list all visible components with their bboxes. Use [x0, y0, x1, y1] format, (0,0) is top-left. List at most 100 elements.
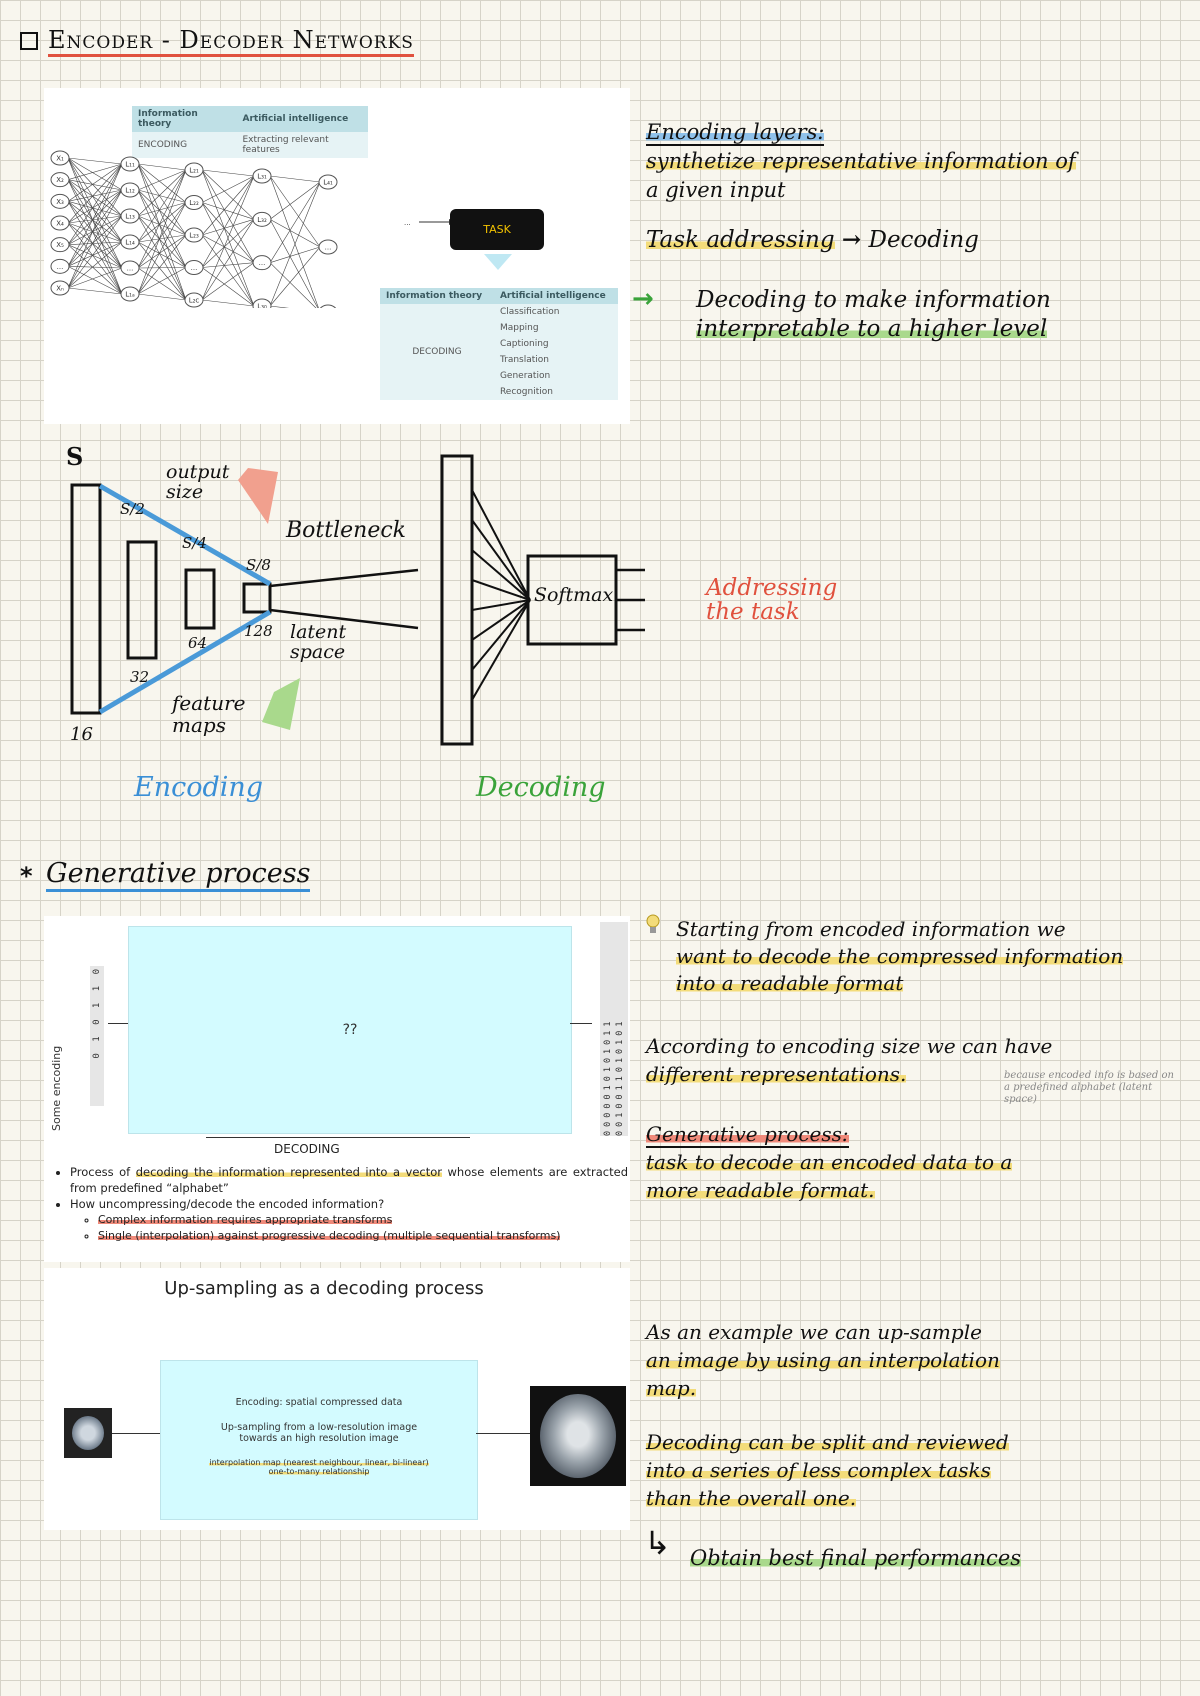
lightbulb-icon	[646, 914, 660, 934]
nn-edge	[67, 163, 123, 289]
nn-node	[50, 193, 70, 209]
nn-edge	[137, 189, 187, 268]
box-line: towards an high resolution image	[239, 1433, 399, 1444]
nn-edge	[201, 175, 255, 268]
slide-upsampling: Up-sampling as a decoding process Encodi…	[44, 1268, 630, 1530]
nn-edge	[67, 222, 123, 295]
nn-edge	[67, 244, 123, 295]
label-output-size: output size	[166, 461, 230, 503]
nn-edge	[201, 169, 255, 177]
note-line: different representations.	[646, 1062, 907, 1086]
bullet-highlight: decoding the information represented int…	[135, 1165, 442, 1179]
note-line: want to decode the compressed informatio…	[676, 944, 1124, 968]
bits-column: 0010011010101	[615, 1017, 625, 1136]
bullet-item: Process of decoding the information repr…	[70, 1164, 628, 1196]
slide-title: Up-sampling as a decoding process	[164, 1278, 484, 1299]
label-s2: S/2	[120, 500, 145, 518]
nn-edge	[201, 175, 255, 301]
label-latent-space: latent space	[290, 621, 347, 663]
nn-edge	[269, 175, 321, 248]
nn-edge	[137, 169, 187, 295]
nn-edge	[137, 163, 187, 203]
y-axis-label: Some encoding	[50, 1045, 63, 1131]
bits-column: 0000010101011	[603, 1017, 613, 1136]
nn-edge	[67, 157, 123, 165]
nn-edge	[201, 202, 255, 263]
nn-node	[319, 304, 337, 308]
table-cell: Translation	[493, 352, 618, 368]
arrow-right-icon	[570, 1023, 592, 1024]
nn-node-label: L₂₃	[189, 232, 199, 240]
label-encoding: Encoding	[134, 772, 264, 803]
nn-edge	[201, 219, 255, 236]
nn-edge	[67, 201, 123, 217]
encoding-bits-column: 0 1 0 1 1 0	[90, 966, 104, 1106]
note-line: into a readable format	[676, 971, 904, 995]
nn-edge	[67, 241, 123, 267]
nn-node	[184, 292, 204, 308]
nn-edge	[67, 163, 123, 267]
table-cell: ENCODING	[132, 132, 237, 158]
note-split: Decoding can be split and reviewed into …	[646, 1428, 1186, 1512]
nn-node-label: X₁	[56, 155, 64, 163]
note-line: interpretable to a higher level	[696, 316, 1048, 342]
nn-node-label: L₃₂	[257, 216, 267, 224]
nn-edge	[137, 215, 187, 236]
note-line: Decoding to make information	[696, 287, 1051, 313]
nn-node	[120, 208, 140, 224]
nn-edge	[67, 215, 123, 224]
note-example: As an example we can up-sample an image …	[646, 1318, 1186, 1402]
note-line: into a series of less complex tasks	[646, 1458, 991, 1482]
nn-edge	[67, 179, 123, 269]
nn-edge	[201, 169, 255, 220]
nn-edge	[67, 201, 123, 243]
nn-node-label: L₄₁	[323, 179, 333, 187]
brain-image-large	[530, 1386, 626, 1486]
nn-edge	[201, 202, 255, 220]
nn-node	[50, 280, 70, 296]
label-s4: S/4	[182, 534, 207, 552]
nn-node-label: L₁₃	[125, 213, 135, 221]
arrow-right-icon	[476, 1433, 530, 1434]
nn-edge	[67, 163, 123, 245]
bullet-text: Process of	[70, 1165, 136, 1179]
bullet-item: How uncompressing/decode the encoded inf…	[70, 1196, 628, 1244]
note-heading: Encoding layers:	[646, 120, 825, 146]
nn-edge	[137, 215, 187, 268]
note-starting: Starting from encoded information we wan…	[676, 916, 1191, 997]
box-line: one-to-many relationship	[268, 1467, 370, 1476]
note-decoding: Decoding to make information interpretab…	[696, 286, 1051, 344]
box-line: Up-sampling from a low-resolution image	[220, 1422, 418, 1433]
nn-node	[252, 298, 272, 308]
table-cell: Classification	[493, 304, 618, 320]
nn-node-label: L₂c	[189, 297, 200, 305]
nn-edge	[67, 241, 123, 245]
nn-node-label: Xₙ	[56, 285, 64, 293]
nn-edge	[269, 219, 319, 308]
nn-edge	[201, 202, 255, 307]
note-task-addressing: Task addressing → Decoding	[646, 226, 979, 253]
nn-edge	[137, 241, 187, 301]
note-line: Obtain best final performances	[690, 1546, 1022, 1570]
neural-network-diagram: X₁X₂X₃X₄X₅...XₙL₁₁L₁₂L₁₃L₁₄...L₁ₐL₂₁L₂₂L…	[50, 150, 456, 308]
nn-edge	[67, 179, 123, 295]
nn-edge	[269, 181, 321, 220]
nn-edge	[269, 246, 321, 307]
header-checkbox[interactable]	[20, 32, 38, 50]
nn-edge	[67, 267, 123, 289]
nn-edge	[67, 163, 123, 180]
nn-edge	[67, 241, 123, 289]
nn-edge	[201, 262, 255, 268]
nn-node	[50, 172, 70, 188]
table-header: Information theory	[380, 288, 494, 304]
arrow-down-icon	[484, 254, 512, 270]
task-box: TASK	[450, 209, 544, 250]
nn-edge	[201, 219, 255, 301]
upsampling-box: Encoding: spatial compressed data Up-sam…	[160, 1360, 478, 1520]
label-softmax: Softmax	[534, 584, 614, 606]
nn-node-label: L₁₄	[125, 239, 135, 247]
nn-edge	[67, 179, 123, 191]
nn-node-label: X₄	[56, 220, 64, 228]
label-addressing-task: Addressing the task	[706, 575, 838, 625]
nn-node-label: ...	[259, 259, 266, 267]
